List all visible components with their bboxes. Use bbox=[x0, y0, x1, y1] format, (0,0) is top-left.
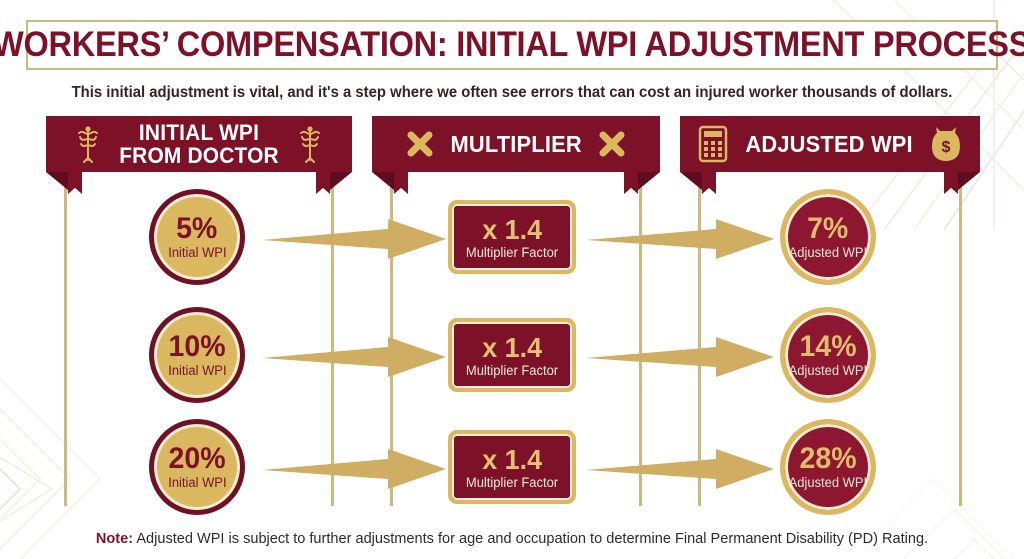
adjusted-wpi-label: Adjusted WPI bbox=[788, 245, 868, 260]
adjusted-wpi-badge-row-1: 7% Adjusted WPI bbox=[780, 189, 876, 285]
multiplier-label: Multiplier Factor bbox=[465, 244, 559, 260]
banner-tail-right bbox=[624, 172, 638, 194]
initial-wpi-badge-row-2: 10% Initial WPI bbox=[149, 307, 245, 403]
flow-arrow-row-1-left bbox=[262, 219, 446, 259]
initial-wpi-label: Initial WPI bbox=[167, 363, 227, 378]
money-bag-icon: $ bbox=[932, 127, 961, 161]
caduceus-icon bbox=[300, 126, 320, 163]
initial-wpi-label: Initial WPI bbox=[167, 245, 227, 260]
multiply-x-icon bbox=[407, 131, 433, 157]
column-rail-left bbox=[390, 168, 393, 506]
flow-arrow-row-2-left bbox=[262, 337, 446, 377]
adjusted-wpi-value: 7% bbox=[807, 212, 849, 245]
column-adjusted-wpi: ADJUSTED WPI $ 7% Adjusted WPI 14% Adjus… bbox=[680, 116, 980, 515]
footer-note-text: Adjusted WPI is subject to further adjus… bbox=[133, 530, 929, 547]
adjusted-wpi-value: 28% bbox=[799, 442, 857, 475]
title-band: WORKERS’ COMPENSATION: INITIAL WPI ADJUS… bbox=[0, 20, 1024, 70]
adjusted-wpi-label: Adjusted WPI bbox=[788, 475, 868, 490]
multiplier-label: Multiplier Factor bbox=[465, 362, 559, 378]
column-multiplier: MULTIPLIER x 1.4 Multiplier Factor x 1.4… bbox=[372, 116, 660, 514]
caduceus-icon bbox=[77, 126, 98, 163]
column-header-adjusted-wpi: ADJUSTED WPI $ bbox=[680, 116, 980, 172]
column-rail-left bbox=[698, 168, 701, 506]
initial-wpi-value: 10% bbox=[168, 330, 226, 363]
column-header-multiplier: MULTIPLIER bbox=[372, 116, 660, 172]
footer-note-label: Note: bbox=[95, 530, 134, 547]
column-rail-right bbox=[959, 168, 962, 506]
adjusted-wpi-value: 14% bbox=[799, 330, 857, 363]
multiplier-value: x 1.4 bbox=[482, 443, 542, 475]
multiplier-label: Multiplier Factor bbox=[465, 474, 559, 490]
column-header-initial-wpi: INITIAL WPI FROM DOCTOR bbox=[46, 116, 352, 172]
column-header-label: INITIAL WPI FROM DOCTOR bbox=[119, 120, 279, 168]
initial-wpi-badge-row-3: 20% Initial WPI bbox=[149, 419, 245, 515]
multiplier-box-row-2: x 1.4 Multiplier Factor bbox=[448, 318, 576, 392]
column-rail-right bbox=[331, 168, 334, 506]
page-title: WORKERS’ COMPENSATION: INITIAL WPI ADJUS… bbox=[0, 25, 1024, 64]
column-rail-left bbox=[64, 168, 67, 506]
adjusted-wpi-label: Adjusted WPI bbox=[788, 363, 868, 378]
initial-wpi-value: 20% bbox=[168, 442, 226, 475]
flow-arrow-row-3-right bbox=[586, 449, 774, 489]
banner-tail-left bbox=[68, 172, 82, 194]
multiply-x-icon bbox=[599, 131, 625, 157]
adjusted-wpi-badge-row-3: 28% Adjusted WPI bbox=[780, 419, 876, 515]
initial-wpi-badge-row-1: 5% Initial WPI bbox=[149, 189, 245, 285]
initial-wpi-value: 5% bbox=[176, 212, 218, 245]
subtitle: This initial adjustment is vital, and it… bbox=[71, 84, 953, 101]
svg-text:$: $ bbox=[942, 139, 951, 156]
banner-tail-left bbox=[702, 172, 716, 194]
multiplier-value: x 1.4 bbox=[482, 331, 542, 363]
calculator-icon bbox=[698, 125, 728, 163]
banner-tail-right bbox=[944, 172, 958, 194]
multiplier-box-row-3: x 1.4 Multiplier Factor bbox=[448, 430, 576, 504]
initial-wpi-label: Initial WPI bbox=[167, 475, 227, 490]
multiplier-value: x 1.4 bbox=[482, 213, 542, 245]
flow-arrow-row-3-left bbox=[262, 449, 446, 489]
flow-arrow-row-1-right bbox=[586, 219, 774, 259]
banner-tail-left bbox=[394, 172, 408, 194]
column-rail-right bbox=[639, 168, 642, 506]
multiplier-box-row-1: x 1.4 Multiplier Factor bbox=[448, 200, 576, 274]
column-initial-wpi: INITIAL WPI FROM DOCTOR 5% Initial WPI 1… bbox=[46, 116, 352, 515]
banner-tail-right bbox=[316, 172, 330, 194]
column-header-label: MULTIPLIER bbox=[450, 130, 582, 157]
adjusted-wpi-badge-row-2: 14% Adjusted WPI bbox=[780, 307, 876, 403]
flow-arrow-row-2-right bbox=[586, 337, 774, 377]
footer-note: Note: Adjusted WPI is subject to further… bbox=[15, 530, 1008, 547]
column-header-label: ADJUSTED WPI bbox=[745, 130, 913, 157]
